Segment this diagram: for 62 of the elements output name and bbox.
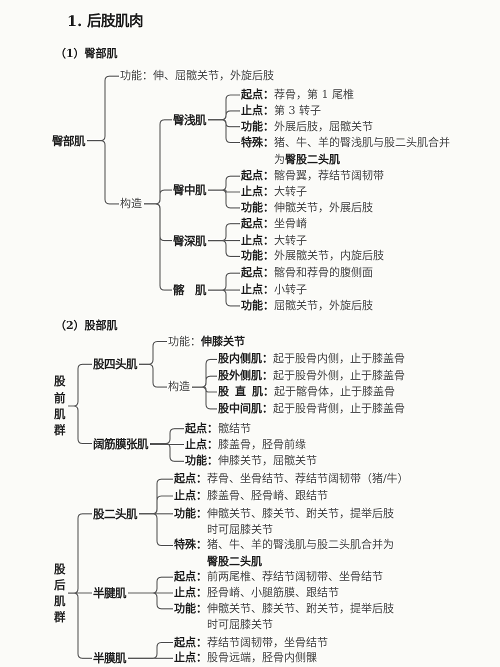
brace-connector [68,592,92,659]
brace-connector [68,405,92,444]
muscle-label: 臀浅肌 [173,112,206,128]
section-heading: （1）臀部肌 [55,46,118,62]
detail-text: 功能：屈髋关节，外旋后肢 [241,298,373,314]
detail-text: 功能：外展髋关节，内旋后肢 [241,248,384,264]
detail-text: 功能：外展后肢，屈髋关节 [241,118,373,135]
brace-connector [208,119,240,144]
detail-text: 股 直 肌：起于髂骨体，止于膝盖骨 [218,384,396,400]
detail-text: 股外侧肌：起于股骨外侧，止于膝盖骨 [218,368,405,384]
detail-text: 功能：伸髋关节、膝关节、跗关节，提举后肢时可屈膝关节 [174,506,400,538]
group-label: 股前肌群 [53,373,66,439]
detail-text: 起点：荐骨、坐骨结节、荐结节阔韧带（猪/牛） [174,471,409,488]
detail-text: 股内侧肌：起于股骨内侧，止于膝盖骨 [218,351,405,368]
brace-connector [208,240,240,257]
muscle-label: 半腱肌 [93,585,126,601]
detail-text: 功能：伸膝关节 [168,334,245,350]
detail-text: 股中间肌：起于股骨背侧，止于膝盖骨 [218,400,405,417]
detail-text: 特殊：猪、牛、羊的臀浅肌与股二头肌合并为臀股二头肌 [174,537,400,570]
detail-text: 起点：荐骨，第 1 尾椎 [241,87,354,104]
brace-connector [139,513,173,546]
detail-text: 特殊：猪、牛、羊的臀浅肌与股二头肌合并为臀股二头肌 [241,134,456,169]
detail-text: 止点：大转子 [241,184,307,200]
muscle-label: 髂 肌 [173,282,206,298]
detail-text: 功能：伸、屈髋关节，外旋后肢 [120,68,274,84]
detail-text: 止点：膝盖骨，胫骨前缘 [185,436,306,452]
detail-text: 起点：坐骨嵴 [241,216,307,232]
title: 1. 后肢肌肉 [67,12,144,32]
detail-text: 功能：伸髋关节，外展后肢 [241,200,373,216]
muscle-label: 股二头肌 [93,506,137,522]
brace-connector [208,290,240,306]
brace-connector [150,442,184,462]
muscle-label: 臀深肌 [173,232,206,249]
group-label: 臀部肌 [52,132,85,149]
detail-text: 止点：膝盖骨、胫骨嵴、跟结节 [174,488,328,504]
detail-text: 功能：伸膝关节，屈髋关节 [185,453,317,470]
detail-text: 起点：髂骨和荐骨的腹侧面 [241,265,373,282]
brace-connector [208,190,240,208]
group-label: 股后肌群 [53,560,66,626]
brace-connector [128,592,173,610]
muscle-label: 阔筋膜张肌 [93,436,148,452]
brace-connector [150,444,184,446]
branch-label: 构造 [120,196,142,212]
detail-text: 功能：伸髋关节、膝关节、跗关节，提举后肢时可屈膝关节 [174,600,400,634]
detail-text: 起点：荐结节阔韧带，坐骨结节 [174,634,328,650]
detail-text: 止点：第 3 转子 [241,102,321,119]
muscle-label: 半膜肌 [93,650,126,666]
detail-text: 起点：前两尾椎、荐结节阔韧带、坐骨结节 [174,569,383,586]
section-heading: （2）股部肌 [55,318,118,334]
detail-text: 止点：小转子 [241,282,307,298]
brace-connector [128,658,173,659]
detail-text: 止点：大转子 [241,232,307,249]
detail-text: 止点：股骨远端，胫骨内侧髁 [174,650,317,666]
brace-connector [87,140,119,204]
detail-text: 起点：髋结节 [185,420,251,437]
branch-label: 构造 [168,379,190,396]
detail-text: 起点：髂骨翼，荐结节阔韧带 [241,168,384,184]
muscle-label: 臀中肌 [173,182,206,198]
brace-connector [192,386,217,410]
detail-text: 止点：胫骨嵴、小腿筋膜、跟结节 [174,585,339,601]
muscle-label: 股四头肌 [93,356,137,372]
brace-connector [139,364,167,388]
